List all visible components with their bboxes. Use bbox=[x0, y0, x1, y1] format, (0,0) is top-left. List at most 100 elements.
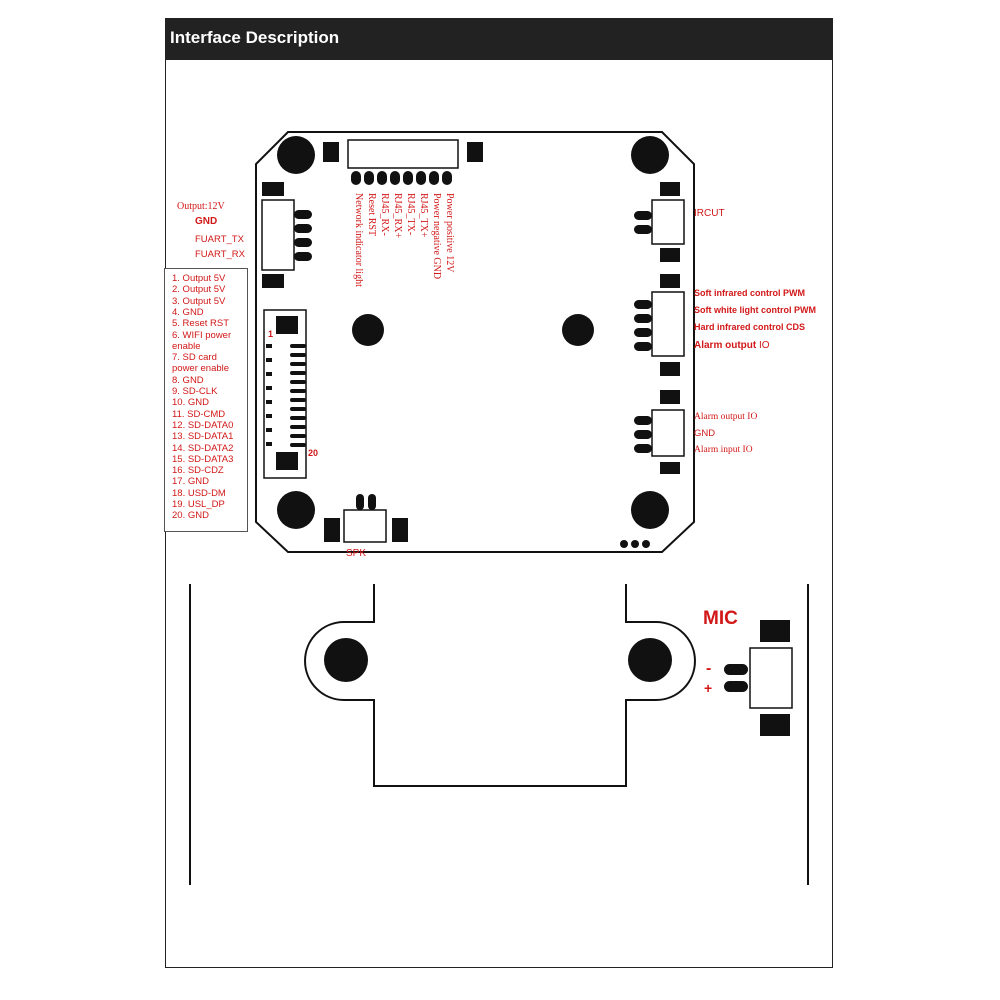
left-label-output: Output:12V bbox=[177, 201, 226, 212]
fpc-pin-left bbox=[266, 344, 272, 348]
right-connector-body bbox=[651, 291, 685, 357]
right-label-hard-ir: Hard infrared control CDS bbox=[694, 322, 805, 332]
ircut-pad-bottom bbox=[660, 248, 680, 262]
spk-label: SPK bbox=[346, 548, 366, 559]
fpc-pad-top bbox=[276, 316, 298, 334]
fpc-pin bbox=[290, 362, 306, 366]
fpc-pin-description: 2. Output 5V bbox=[172, 284, 226, 296]
left-label-rx: FUART_RX bbox=[195, 249, 246, 260]
fpc-pin-left bbox=[266, 428, 272, 432]
fpc-pin-description: 18. USD-DM bbox=[172, 487, 226, 499]
fpc-pin-description: 10. GND bbox=[172, 397, 209, 409]
fpc-pin bbox=[290, 389, 306, 393]
left-label-gnd: GND bbox=[195, 216, 217, 227]
left-connector-pad-bottom bbox=[262, 274, 284, 288]
mic-minus-label: - bbox=[706, 660, 711, 677]
top-connector-label: RJ45_RX+ bbox=[392, 193, 403, 238]
mic-pad-bottom bbox=[760, 714, 790, 736]
alarm-connector-pad-bottom bbox=[660, 462, 680, 474]
fpc-pin-description: 3. Output 5V bbox=[172, 295, 226, 307]
ircut-pins bbox=[634, 211, 652, 234]
fpc-pin bbox=[290, 443, 306, 447]
fpc-pin bbox=[290, 371, 306, 375]
left-connector-pins bbox=[294, 210, 312, 261]
mic-pad-top bbox=[760, 620, 790, 642]
fpc-pin bbox=[290, 416, 306, 420]
fpc-pin bbox=[290, 344, 306, 348]
fpc-pin-description: 1. Output 5V bbox=[172, 273, 226, 284]
top-connector-label: Network indicator light bbox=[353, 193, 364, 287]
center-hole-right bbox=[562, 314, 594, 346]
fpc-pin-description: 9. SD-CLK bbox=[172, 386, 218, 397]
fpc-pin bbox=[290, 380, 306, 384]
left-connector-pad-top bbox=[262, 182, 284, 196]
fpc-pin-description: 11. SD-CMD bbox=[172, 408, 226, 420]
header-bar bbox=[165, 18, 833, 60]
top-connector-body bbox=[347, 139, 459, 169]
alarm-label-output: Alarm output IO bbox=[694, 412, 757, 422]
fpc-pin bbox=[290, 398, 306, 402]
top-connector-label: RJ45_TX- bbox=[405, 193, 416, 235]
mic-title: MIC bbox=[703, 608, 738, 629]
top-connector-label: RJ45_RX- bbox=[379, 193, 390, 236]
mounting-hole-bottom-right bbox=[631, 491, 669, 529]
mic-plus-label: + bbox=[704, 680, 712, 696]
fpc-mark-1: 1 bbox=[268, 329, 273, 339]
ircut-connector-body bbox=[651, 199, 685, 245]
center-hole-left bbox=[352, 314, 384, 346]
bracket-hole-right bbox=[628, 638, 672, 682]
fpc-pin-description: power enable bbox=[172, 363, 230, 375]
fpc-pin-left bbox=[266, 414, 272, 418]
fpc-pin-description: 6. WIFI power bbox=[172, 329, 232, 341]
pcb-outline bbox=[255, 131, 695, 553]
right-label-soft-white: Soft white light control PWM bbox=[694, 305, 816, 315]
right-label-alarm-output: Alarm output IO bbox=[694, 340, 770, 351]
top-connector-label: Power negative GND bbox=[431, 193, 442, 279]
fpc-pin-description: 4. GND bbox=[172, 306, 204, 318]
top-connector-pad-left bbox=[323, 142, 339, 162]
fpc-pin-description: 14. SD-DATA2 bbox=[172, 442, 234, 454]
spk-pad-left bbox=[324, 518, 340, 542]
left-connector-body bbox=[261, 199, 295, 271]
fpc-pin-description: 8. GND bbox=[172, 374, 204, 386]
fpc-pins bbox=[266, 344, 306, 447]
page-title: Interface Description bbox=[170, 28, 340, 47]
fpc-pin bbox=[290, 434, 306, 438]
bracket-outline bbox=[189, 584, 809, 885]
fpc-pin-description: 19. USL_DP bbox=[172, 499, 225, 510]
bracket-hole-left bbox=[324, 638, 368, 682]
fpc-pin-left bbox=[266, 442, 272, 446]
right-label-soft-ir: Soft infrared control PWM bbox=[694, 288, 805, 298]
fpc-connector-body bbox=[263, 309, 307, 479]
alarm-connector-pad-top bbox=[660, 390, 680, 404]
right-connector-pad-top bbox=[660, 274, 680, 288]
fpc-pin bbox=[290, 407, 306, 411]
fpc-pin-description: 5. Reset RST bbox=[172, 318, 230, 330]
led-dots bbox=[620, 540, 650, 548]
fpc-pin-description: 7. SD card bbox=[172, 352, 217, 364]
fpc-pad-bottom bbox=[276, 452, 298, 470]
mounting-hole-top-right bbox=[631, 136, 669, 174]
mic-connector-body bbox=[749, 647, 793, 709]
fpc-pin-description: 13. SD-DATA1 bbox=[172, 431, 234, 443]
spk-pins bbox=[356, 494, 376, 510]
mounting-hole-bottom-left bbox=[277, 491, 315, 529]
fpc-pin-description: 17. GND bbox=[172, 476, 209, 488]
mic-pins bbox=[724, 664, 748, 692]
fpc-pin-description: 16. SD-CDZ bbox=[172, 465, 224, 477]
fpc-pin-description: 12. SD-DATA0 bbox=[172, 419, 234, 431]
right-connector-pad-bottom bbox=[660, 362, 680, 376]
alarm-connector-body bbox=[651, 409, 685, 457]
spk-pad-right bbox=[392, 518, 408, 542]
fpc-pin-description: 15. SD-DATA3 bbox=[172, 453, 234, 465]
right-connector-pins bbox=[634, 300, 652, 351]
fpc-pin bbox=[290, 353, 306, 357]
fpc-pin bbox=[290, 425, 306, 429]
top-connector-label: RJ45_TX+ bbox=[418, 193, 429, 238]
top-connector-label: Power positive 12V bbox=[444, 193, 455, 273]
alarm-label-gnd: GND bbox=[694, 428, 715, 439]
top-connector-label: Reset RST bbox=[366, 193, 377, 236]
